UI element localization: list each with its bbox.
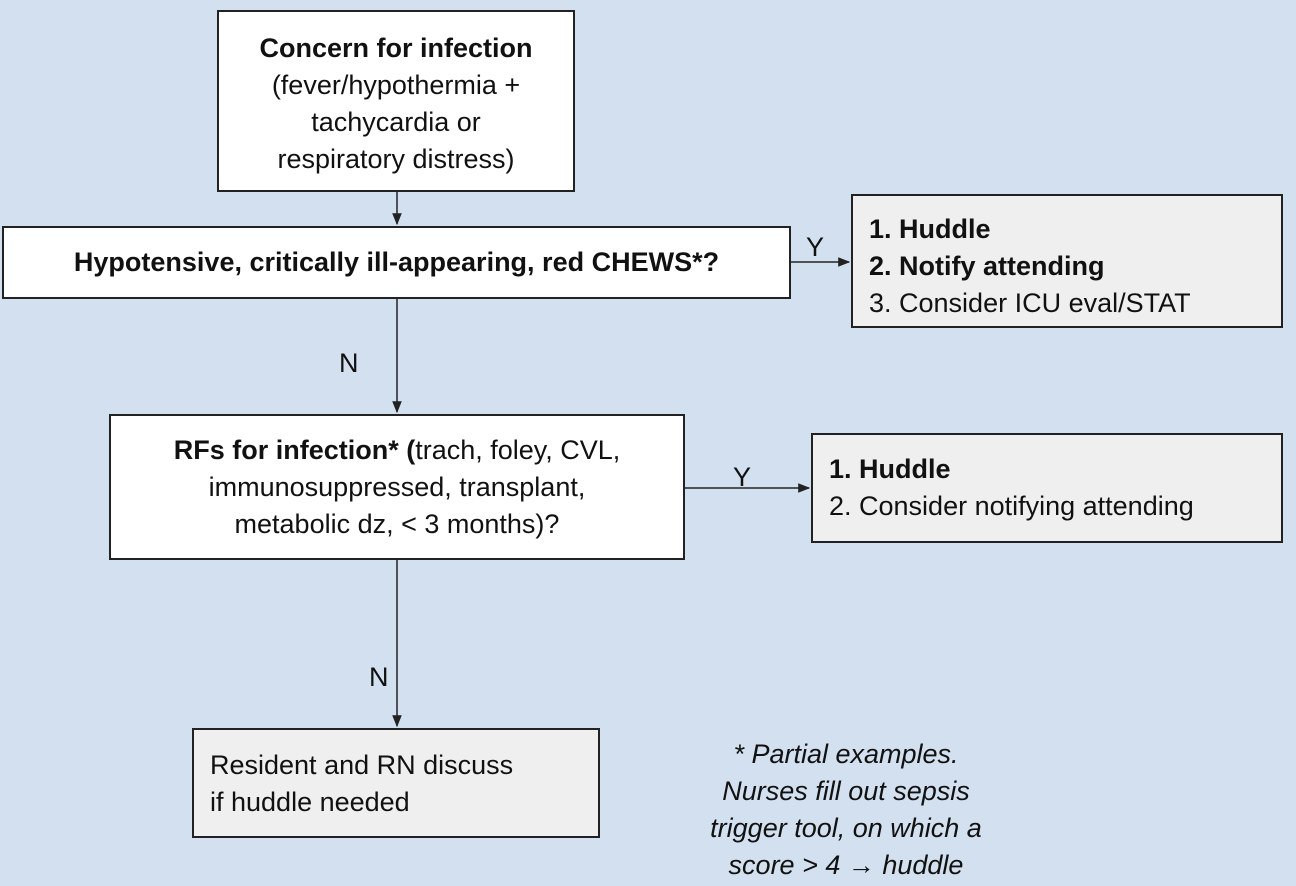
concern-line: tachycardia or xyxy=(311,107,481,137)
action-item: 3. Consider ICU eval/STAT xyxy=(869,288,1191,318)
footnote-line: Nurses fill out sepsis xyxy=(722,776,970,806)
edge-label-yes: Y xyxy=(733,462,752,492)
resident-line: Resident and RN discuss xyxy=(210,750,514,780)
action-item: 1. Huddle xyxy=(829,454,951,484)
action-item: 1. Huddle xyxy=(869,214,991,244)
rf-line-2: immunosuppressed, transplant, xyxy=(208,472,586,502)
node-actions-risk-factors: 1. Huddle 2. Consider notifying attendin… xyxy=(811,433,1283,543)
edge-label-no: N xyxy=(339,348,359,378)
action-item: 2. Notify attending xyxy=(869,251,1105,281)
rf-line-1-rest: trach, foley, CVL, xyxy=(415,435,621,465)
node-risk-factors-decision: RFs for infection* (trach, foley, CVL, i… xyxy=(109,414,685,560)
resident-line: if huddle needed xyxy=(210,787,410,817)
footnote-line: score > 4 → huddle xyxy=(728,850,964,880)
footnote-line: trigger tool, on which a xyxy=(710,813,982,843)
concern-line: (fever/hypothermia + xyxy=(271,70,521,100)
node-resident-rn-discuss: Resident and RN discuss if huddle needed xyxy=(192,728,600,838)
rf-bold-label: RFs for infection* ( xyxy=(173,435,416,465)
edge-label-yes: Y xyxy=(806,232,825,262)
concern-title: Concern for infection xyxy=(259,33,533,63)
node-concern-for-infection: Concern for infection (fever/hypothermia… xyxy=(217,10,575,192)
action-item: 2. Consider notifying attending xyxy=(829,491,1194,521)
hypotensive-text: Hypotensive, critically ill-appearing, r… xyxy=(73,247,720,277)
concern-line: respiratory distress) xyxy=(277,144,515,174)
rf-line-1: RFs for infection* (trach, foley, CVL, xyxy=(111,432,683,469)
footnote-line: * Partial examples. xyxy=(733,739,959,769)
node-actions-critical: 1. Huddle 2. Notify attending 3. Conside… xyxy=(851,194,1283,328)
rf-line-3: metabolic dz, < 3 months)? xyxy=(234,509,560,539)
node-hypotensive-decision: Hypotensive, critically ill-appearing, r… xyxy=(2,226,791,299)
edge-label-no: N xyxy=(369,662,389,692)
footnote: * Partial examples. Nurses fill out seps… xyxy=(656,736,1036,884)
